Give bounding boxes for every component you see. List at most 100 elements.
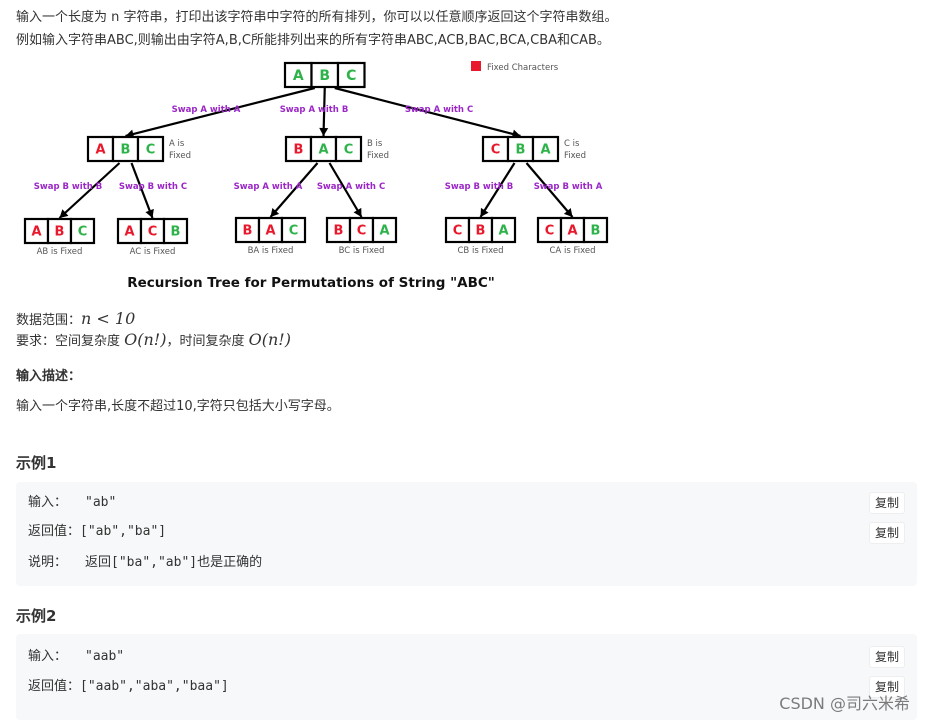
copy-button[interactable]: 复制 (869, 522, 905, 544)
fixed-note: A is (169, 139, 185, 149)
tree-edge (334, 86, 521, 138)
level2-box-char: C (289, 224, 299, 239)
tree-edge-head (270, 208, 280, 217)
fixed-label: BC is Fixed (339, 246, 385, 256)
level2-box-char: B (334, 224, 344, 239)
swap-label: Swap B with B (445, 182, 514, 192)
level1-box-char: A (540, 143, 550, 158)
copy-button[interactable]: 复制 (869, 646, 905, 668)
level2-box-cell (490, 216, 517, 244)
legend-label: Fixed Characters (487, 63, 559, 73)
fixed-note: Fixed (564, 151, 586, 161)
tree-edge-head (353, 207, 362, 217)
tree-edge (328, 162, 363, 218)
root-box-cell (283, 61, 313, 89)
example-1-box: 输入： "ab" 复制 返回值：["ab","ba"] 复制 说明：返回["ba"… (16, 482, 917, 586)
watermark: CSDN @司六米希 (779, 694, 910, 713)
note-code: ["ba","ab"] (111, 555, 198, 570)
level1-box-cell (481, 135, 510, 163)
swap-label: Swap B with B (34, 182, 103, 192)
level2-box-char: A (124, 225, 134, 240)
level1-box-char: B (294, 143, 304, 158)
fixed-label: AC is Fixed (130, 247, 176, 257)
return-value: ["aab","aba","baa"] (80, 679, 229, 694)
example-2-input-row: 输入： "aab" (28, 648, 124, 666)
example-1-note-row: 说明：返回["ba","ab"]也是正确的 (28, 554, 262, 572)
description-line-2: 例如输入字符串ABC,则输出由字符A,B,C所能排列出来的所有字符串ABC,AC… (16, 33, 610, 48)
level2-box-char: C (453, 224, 463, 239)
fixed-label: AB is Fixed (37, 247, 83, 257)
level2-box-char: A (265, 224, 275, 239)
tree-edge (130, 162, 154, 219)
fixed-note: Fixed (367, 151, 389, 161)
req-mid: ，时间复杂度 (166, 334, 249, 349)
root-box-char: C (346, 68, 356, 84)
input-description-title: 输入描述： (16, 369, 82, 384)
level1-box-cell (334, 135, 363, 163)
input-value: "aab" (85, 649, 125, 664)
swap-label: Swap A with B (280, 105, 349, 115)
swap-label: Swap A with A (172, 105, 241, 115)
level2-box-char: C (545, 224, 555, 239)
level1-box-cell (506, 135, 535, 163)
space-complexity: O(n!) (124, 330, 167, 349)
copy-button[interactable]: 复制 (869, 676, 905, 698)
req-label: 要求：空间复杂度 (16, 334, 125, 349)
level1-box-char: C (491, 143, 501, 158)
level1-box-char: B (121, 143, 131, 158)
return-label: 返回值： (28, 679, 81, 694)
level1-box-char: A (318, 143, 328, 158)
copy-button[interactable]: 复制 (869, 492, 905, 514)
tree-edge-head (480, 207, 489, 217)
data-range: 数据范围：n < 10 (16, 310, 135, 330)
tree-edge-head (145, 208, 154, 218)
tree-edge-head (319, 127, 329, 136)
fixed-label: BA is Fixed (248, 246, 294, 256)
input-label: 输入： (28, 495, 68, 510)
root-box-char: B (319, 68, 330, 84)
fixed-label: CA is Fixed (550, 246, 596, 256)
input-label: 输入： (28, 649, 68, 664)
example-2-title: 示例2 (16, 607, 57, 625)
example-1-return-row: 返回值：["ab","ba"] (28, 523, 166, 541)
level2-box-char: C (148, 225, 158, 240)
level2-box-char: C (357, 224, 367, 239)
tree-edge-head (59, 209, 69, 218)
tree-edge (322, 87, 326, 137)
diagram-title: Recursion Tree for Permutations of Strin… (127, 275, 495, 291)
input-description-text: 输入一个字符串,长度不超过10,字符只包括大小写字母。 (16, 399, 340, 414)
input-value: "ab" (85, 495, 117, 510)
level1-box-cell (136, 135, 165, 163)
tree-edge (269, 162, 319, 218)
level2-box-char: B (476, 224, 486, 239)
level1-box-cell (531, 135, 560, 163)
level2-box-char: A (498, 224, 508, 239)
level2-box-cell (371, 216, 398, 244)
tree-edge (125, 86, 316, 138)
fixed-note: C is (564, 139, 580, 149)
level1-box-cell (284, 135, 313, 163)
level2-box-cell (69, 217, 96, 245)
level2-box-cell (280, 216, 307, 244)
fixed-label: CB is Fixed (458, 246, 504, 256)
level2-box-char: A (379, 224, 389, 239)
swap-label: Swap B with A (534, 182, 603, 192)
level2-box-char: B (55, 225, 65, 240)
level2-box-char: B (171, 225, 181, 240)
note-text-post: 也是正确的 (197, 555, 263, 570)
level2-box-char: A (31, 225, 41, 240)
note-text-pre: 返回 (85, 555, 112, 570)
root-box-char: A (293, 68, 304, 84)
fixed-note: B is (367, 139, 383, 149)
return-label: 返回值： (28, 524, 81, 539)
tree-edge (58, 162, 121, 219)
tree-edge-head (563, 207, 573, 217)
return-value: ["ab","ba"] (80, 524, 167, 539)
level2-box-char: B (591, 224, 601, 239)
legend-swatch (471, 61, 481, 71)
description-line-1: 输入一个长度为 n 字符串，打印出该字符串中字符的所有排列，你可以以任意顺序返回… (16, 10, 618, 25)
swap-label: Swap B with C (119, 182, 187, 192)
level2-box-cell (582, 216, 609, 244)
example-1-title: 示例1 (16, 454, 57, 472)
